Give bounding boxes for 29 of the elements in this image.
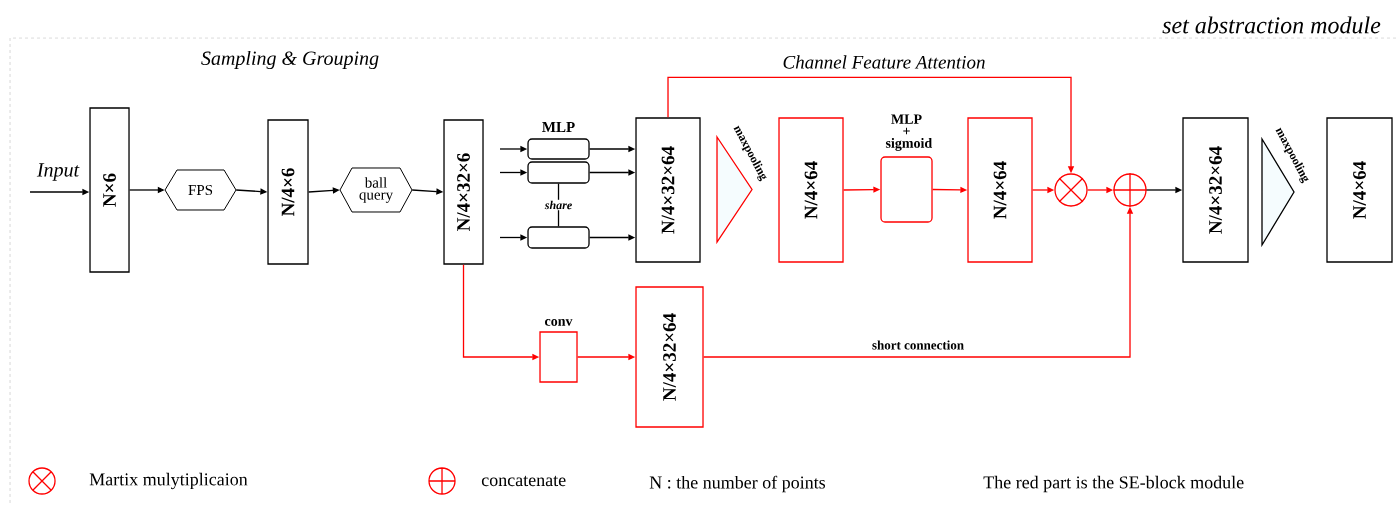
note-text: The red part is the SE-block module (983, 475, 1244, 493)
edge-label: short connection (870, 339, 966, 351)
rounded-box (527, 138, 590, 160)
tensor-box: N/4×32×64 (635, 117, 701, 263)
section-title: Sampling & Grouping (201, 50, 379, 70)
operation-hexagon: FPS (164, 169, 237, 211)
tensor-box: N×6 (89, 107, 130, 273)
tensor-box: N/4×64 (967, 117, 1033, 263)
tensor-box: N/4×32×64 (1182, 117, 1249, 263)
tensor-box: N/4×32×64 (635, 286, 704, 428)
legend-text: Martix mulytiplicaion (89, 472, 248, 490)
edge-label: share (543, 199, 574, 211)
node-heading: MLP + sigmoid (885, 114, 933, 151)
note-text: N : the number of points (649, 475, 826, 493)
group-heading: MLP (542, 122, 575, 132)
node-heading: conv (545, 319, 573, 326)
rounded-box (527, 161, 590, 184)
operation-hexagon: ball query (339, 167, 413, 213)
legend-text: concatenate (481, 475, 566, 487)
module-title: set abstraction module (1162, 16, 1381, 34)
tensor-box: N/4×32×6 (443, 119, 484, 265)
tensor-box: N/4×64 (1326, 117, 1393, 263)
tensor-box: N/4×64 (778, 117, 844, 263)
rounded-box (527, 226, 590, 249)
tensor-box: N/4×6 (267, 119, 309, 265)
multiply-symbol (1054, 173, 1088, 207)
concat-symbol (1112, 172, 1148, 208)
section-title: Channel Feature Attention (783, 55, 985, 69)
edge-label: Input (35, 162, 81, 182)
